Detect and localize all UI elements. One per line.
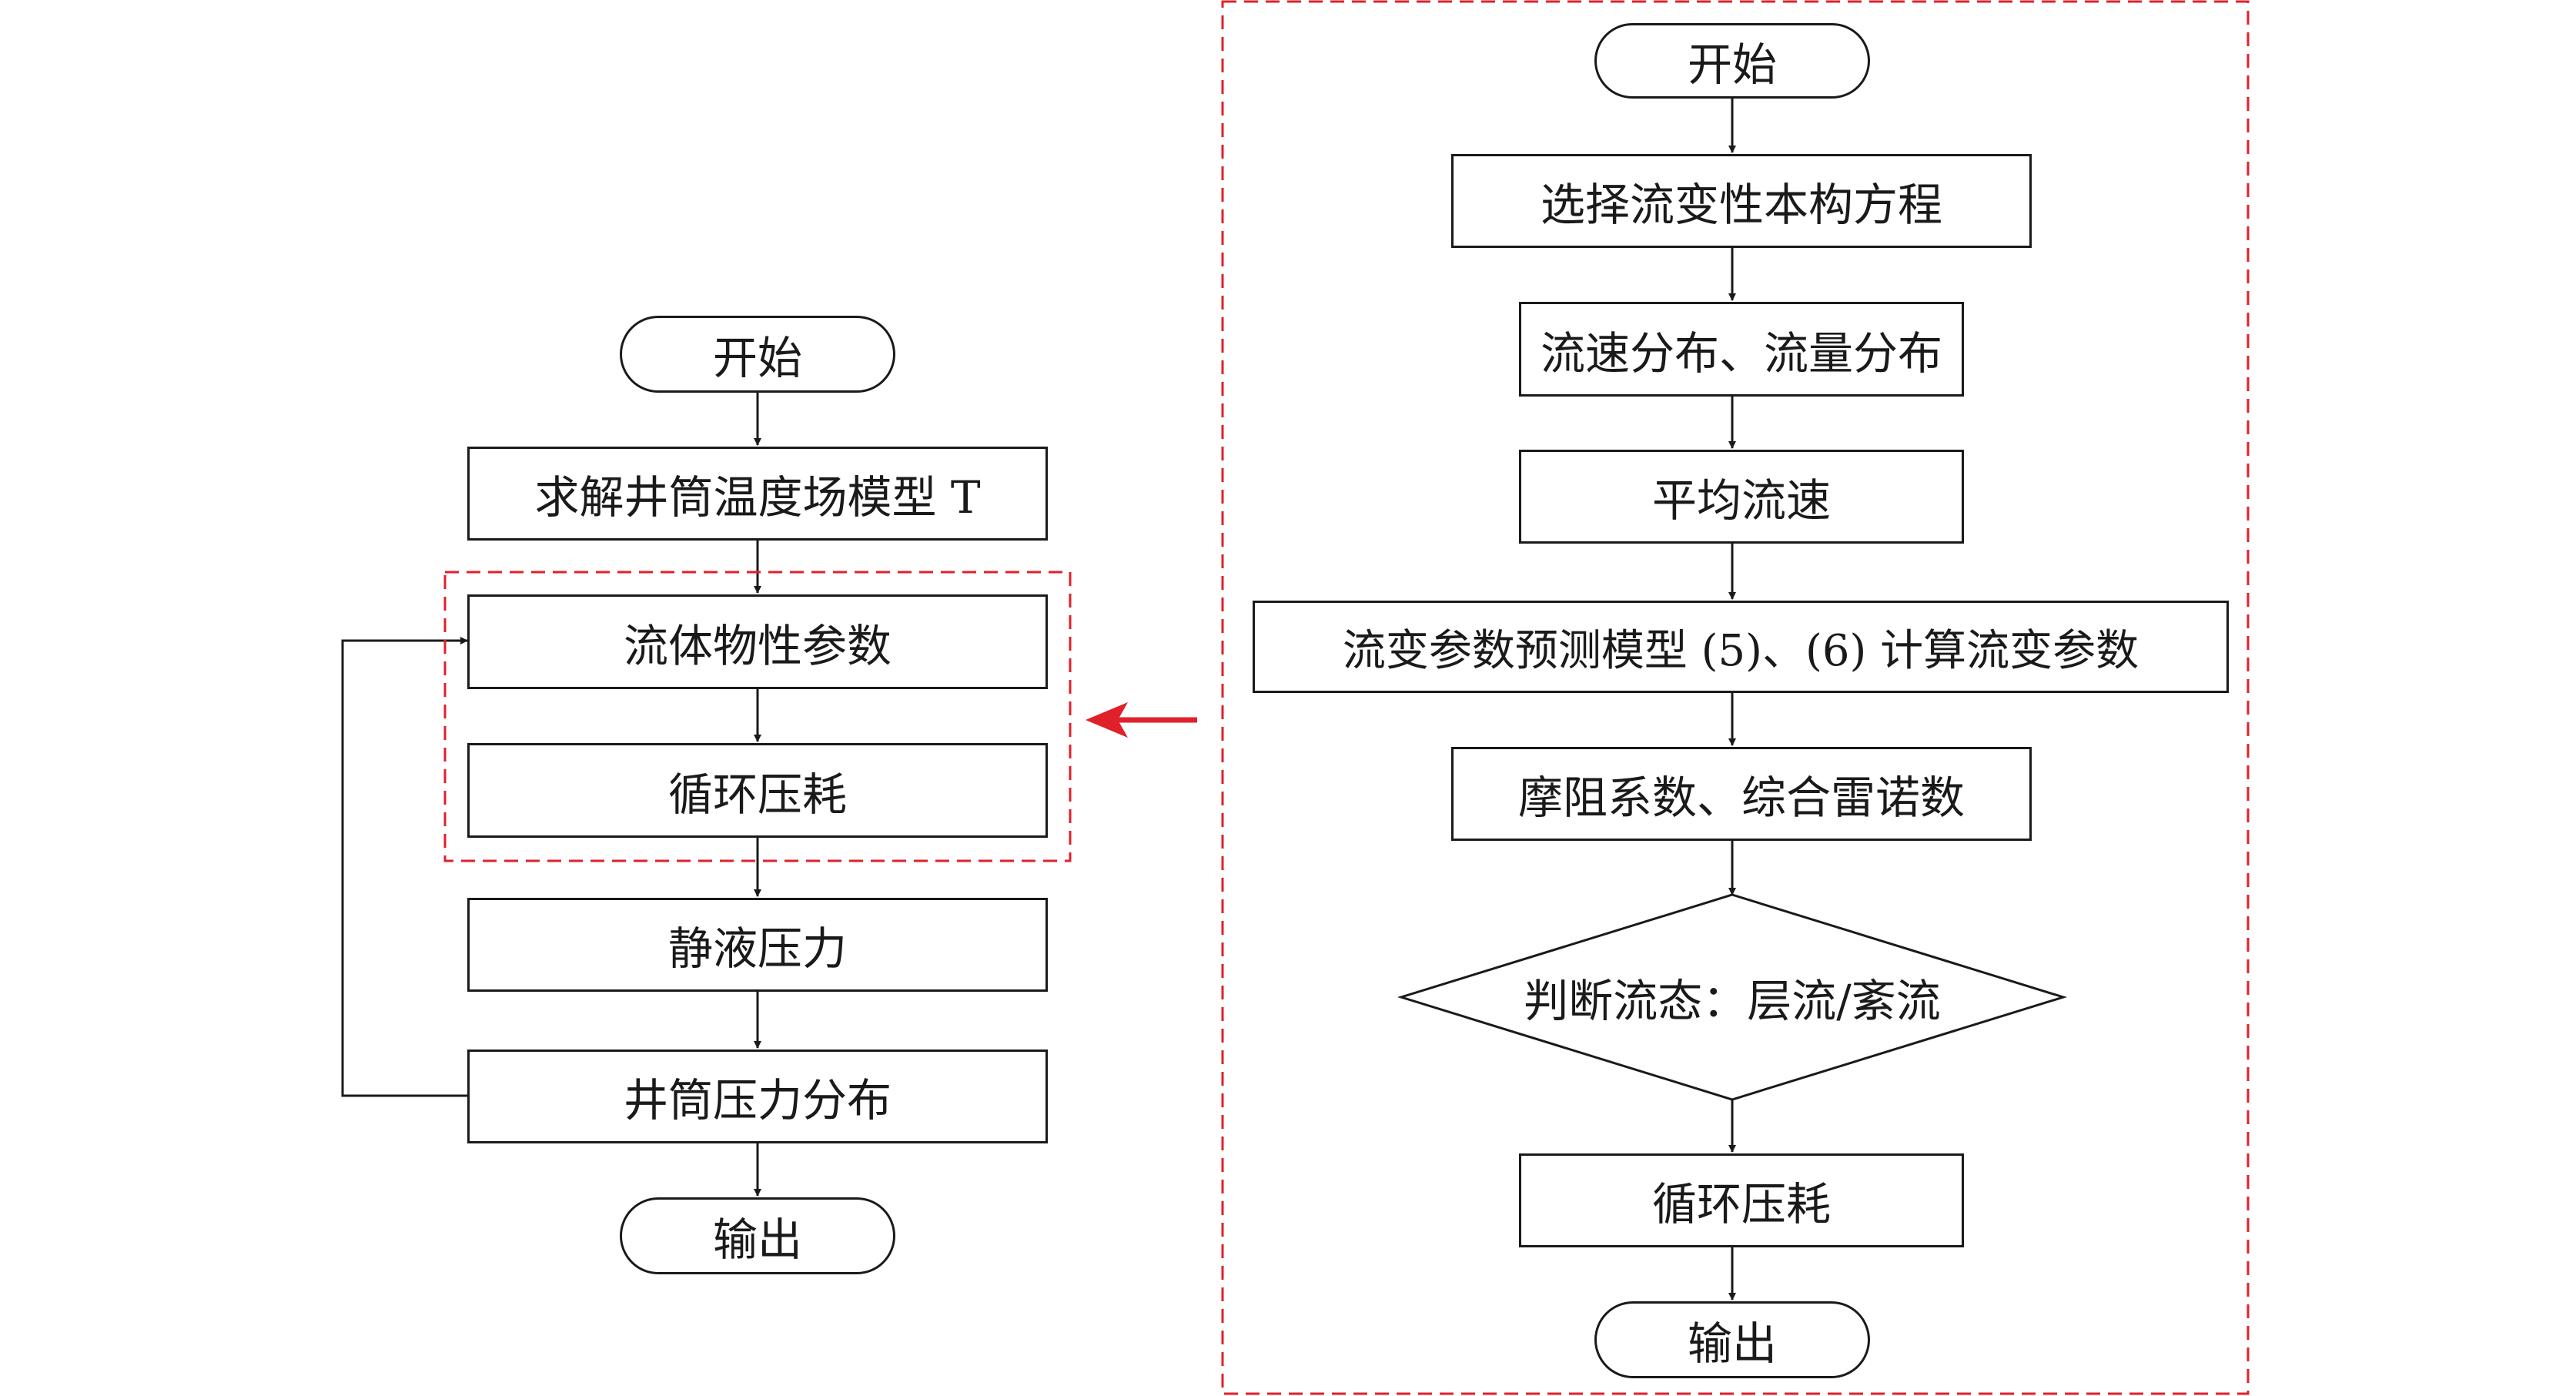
left-start-label: 开始	[712, 332, 802, 384]
right-end-node: 输出	[1594, 1301, 1870, 1378]
right-step3-node: 平均流速	[1519, 450, 1964, 544]
right-step6-node: 循环压耗	[1519, 1153, 1964, 1247]
right-end-label: 输出	[1687, 1317, 1777, 1370]
right-step6-label: 循环压耗	[1651, 1178, 1831, 1230]
left-step4-label: 静液压力	[667, 922, 847, 975]
left-feedback-loop	[341, 637, 468, 1097]
decision-label-box: 判断流态：层流/紊流	[1463, 959, 2002, 1036]
right-start-label: 开始	[1687, 38, 1777, 91]
red-pointer-arrow-head	[1086, 702, 1128, 738]
right-step4-node: 流变参数预测模型 (5)、(6) 计算流变参数	[1253, 601, 2229, 693]
left-end-label: 输出	[712, 1214, 802, 1266]
right-step3-label: 平均流速	[1651, 474, 1831, 527]
left-step1-node: 求解井筒温度场模型 T	[467, 447, 1048, 541]
right-step2-label: 流速分布、流量分布	[1540, 326, 1942, 380]
decision-diamond	[1397, 893, 2068, 1101]
left-highlight-box	[443, 571, 1072, 862]
left-step3-label: 循环压耗	[667, 768, 847, 821]
right-step2-node: 流速分布、流量分布	[1519, 302, 1964, 397]
left-step1-label: 求解井筒温度场模型 T	[534, 471, 981, 524]
right-step1-label: 选择流变性本构方程	[1540, 179, 1942, 231]
left-step2-label: 流体物性参数	[623, 619, 892, 672]
left-start-node: 开始	[620, 316, 895, 393]
decision-label: 判断流态：层流/紊流	[1524, 975, 1941, 1027]
right-step5-node: 摩阻系数、综合雷诺数	[1451, 747, 2032, 841]
left-step3-node: 循环压耗	[467, 743, 1048, 838]
left-step2-node: 流体物性参数	[467, 594, 1048, 689]
right-step5-label: 摩阻系数、综合雷诺数	[1517, 772, 1965, 824]
left-step5-node: 井筒压力分布	[467, 1050, 1048, 1143]
right-step1-node: 选择流变性本构方程	[1451, 154, 2032, 248]
left-step4-node: 静液压力	[467, 898, 1048, 992]
left-step5-label: 井筒压力分布	[623, 1074, 892, 1127]
right-start-node: 开始	[1594, 23, 1870, 99]
left-end-node: 输出	[620, 1197, 895, 1274]
right-step4-label: 流变参数预测模型 (5)、(6) 计算流变参数	[1342, 625, 2139, 676]
right-detail-box	[1221, 0, 2250, 1395]
